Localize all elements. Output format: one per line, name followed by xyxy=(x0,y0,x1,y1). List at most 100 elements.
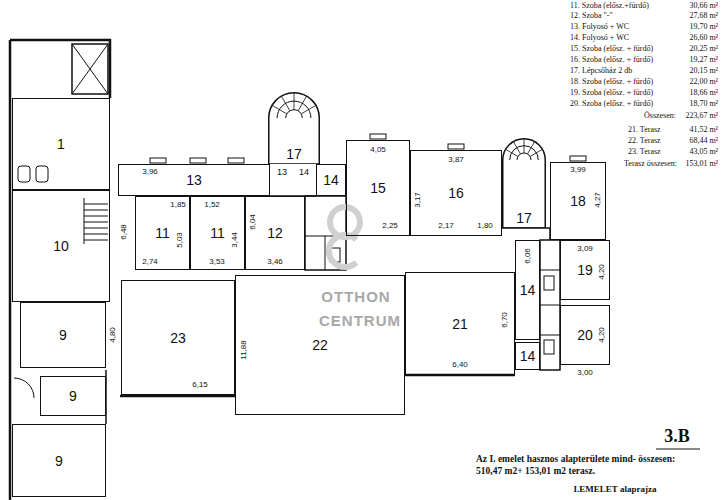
room-number: 11 xyxy=(155,226,170,240)
dimension-label: 4,27 xyxy=(594,192,602,208)
dimension-label: 3,00 xyxy=(577,369,593,377)
dimension-label: 3,09 xyxy=(577,245,593,253)
room-box: 21 xyxy=(405,272,515,375)
table-cell: 43,05 m² xyxy=(689,148,718,156)
room-box: 15 xyxy=(346,140,410,236)
stair-room: 17 xyxy=(268,92,320,164)
table-cell: 18,66 m² xyxy=(689,89,718,97)
dimension-label: 1,52 xyxy=(204,201,220,209)
dimension-label: 6,40 xyxy=(452,361,468,369)
room-box: 9 xyxy=(40,376,106,416)
table-cell: 20,15 m² xyxy=(689,67,718,75)
area-note: Az I. emelet hasznos alapterülete mind- … xyxy=(476,454,686,478)
room-box: 13 xyxy=(118,164,270,196)
table-cell: 19,27 m² xyxy=(689,56,718,64)
table-cell: 19. Szoba (elősz. + fürdő) xyxy=(570,89,653,97)
dimension-label: 3,46 xyxy=(267,258,283,266)
room-box: 23 xyxy=(121,280,235,395)
dimension-label: 3,44 xyxy=(231,232,239,248)
room-number: 19 xyxy=(577,263,593,277)
table-cell: 153,01 m² xyxy=(685,160,718,168)
dimension-label: 3,17 xyxy=(414,192,422,208)
room-number: 1 xyxy=(57,137,65,151)
table-cell: 18,70 m² xyxy=(689,100,718,108)
room-number: 22 xyxy=(312,338,328,352)
table-cell: 12. Szoba "-" xyxy=(570,12,613,20)
room-number: 13 xyxy=(186,173,202,187)
sheet-number: 3.B xyxy=(664,427,690,445)
table-cell: 223,67 m² xyxy=(685,112,718,120)
room-box: 14 xyxy=(316,164,346,196)
dimension-label: 3,53 xyxy=(209,258,225,266)
room-box: 14 xyxy=(515,342,540,370)
table-cell: Terasz összesen: xyxy=(624,160,677,168)
room-number: 23 xyxy=(170,331,186,345)
dimension-label: 2,74 xyxy=(142,258,158,266)
table-cell: 11. Szoba (elősz.+fürdő) xyxy=(570,2,649,10)
table-cell: 18. Szoba (elősz. + fürdő) xyxy=(570,78,653,86)
room-number: 14 xyxy=(520,349,536,363)
room-number: 18 xyxy=(570,194,586,208)
table-cell: 20. Szoba (elősz. + fürdő) xyxy=(570,100,653,108)
room-number: 11 xyxy=(210,226,225,240)
room-box: 9 xyxy=(20,302,106,368)
watermark: OTTHON xyxy=(321,289,390,304)
room-number: 10 xyxy=(53,239,69,253)
room-box: 10 xyxy=(12,190,110,302)
table-cell: 22,00 m² xyxy=(689,78,718,86)
room-number: 16 xyxy=(448,186,464,200)
dimension-label: 4,20 xyxy=(598,327,606,343)
table-cell: 20,25 m² xyxy=(689,45,718,53)
room-number: 14 xyxy=(520,283,536,297)
dimension-label: 5,03 xyxy=(176,232,184,248)
table-cell: 16. Szoba (elősz. + fürdő) xyxy=(570,56,653,64)
dimension-label: 6,06 xyxy=(524,248,532,264)
part-number: 14 xyxy=(299,168,309,177)
dimension-label: 6,04 xyxy=(249,214,257,230)
room-number: 15 xyxy=(370,181,386,195)
table-cell: 13. Folyosó + WC xyxy=(570,23,629,31)
table-cell: Összesen: xyxy=(644,112,676,120)
dimension-label: 1,80 xyxy=(477,222,493,230)
table-cell: 15. Szoba (elősz. + fürdő) xyxy=(570,45,653,53)
plan-title: I.EMELET alaprajza xyxy=(574,485,657,494)
dimension-label: 4,05 xyxy=(370,146,386,154)
dimension-label: 6,15 xyxy=(192,381,208,389)
room-box: 9 xyxy=(12,424,106,497)
dimension-label: 3,87 xyxy=(448,156,464,164)
dimension-label: 3,99 xyxy=(570,166,586,174)
table-cell: 23. Terasz xyxy=(628,148,661,156)
table-cell: 21. Terasz xyxy=(628,126,661,134)
dimension-label: 11,88 xyxy=(240,340,248,359)
table-cell: 41,52 m² xyxy=(689,126,718,134)
dimension-label: 2,17 xyxy=(438,222,454,230)
room-number: 17 xyxy=(516,211,532,225)
dimension-label: 6,70 xyxy=(501,312,509,328)
dimension-label: 1,85 xyxy=(170,201,186,209)
table-cell: 27,68 m² xyxy=(689,12,718,20)
room-number: 20 xyxy=(577,328,593,342)
room-number: 9 xyxy=(59,328,67,342)
dimension-label: 4,80 xyxy=(109,327,117,343)
dimension-label: 6,48 xyxy=(120,224,128,240)
room-number: 9 xyxy=(55,454,63,468)
table-cell: 19,70 m² xyxy=(689,23,718,31)
dimension-label: 3,96 xyxy=(142,168,158,176)
dimension-label: 2,25 xyxy=(382,222,398,230)
room-number: 12 xyxy=(267,226,283,240)
room-number: 21 xyxy=(452,317,468,331)
part-number: 13 xyxy=(277,168,287,177)
table-cell: 26,60 m² xyxy=(689,34,718,42)
stair-room: 17 xyxy=(502,138,546,228)
table-cell: 17. Lépcsőház 2 db xyxy=(570,67,632,75)
table-cell: 30,66 m² xyxy=(689,2,718,10)
room-box: 1 xyxy=(12,98,110,190)
table-cell: 68,44 m² xyxy=(689,137,718,145)
table-cell: 22. Terasz xyxy=(628,137,661,145)
room-number: 14 xyxy=(323,173,339,187)
table-cell: 14. Folyosó + WC xyxy=(570,34,629,42)
watermark: CENTRUM xyxy=(319,313,401,328)
dimension-label: 4,20 xyxy=(598,264,606,280)
room-number: 9 xyxy=(69,389,77,403)
